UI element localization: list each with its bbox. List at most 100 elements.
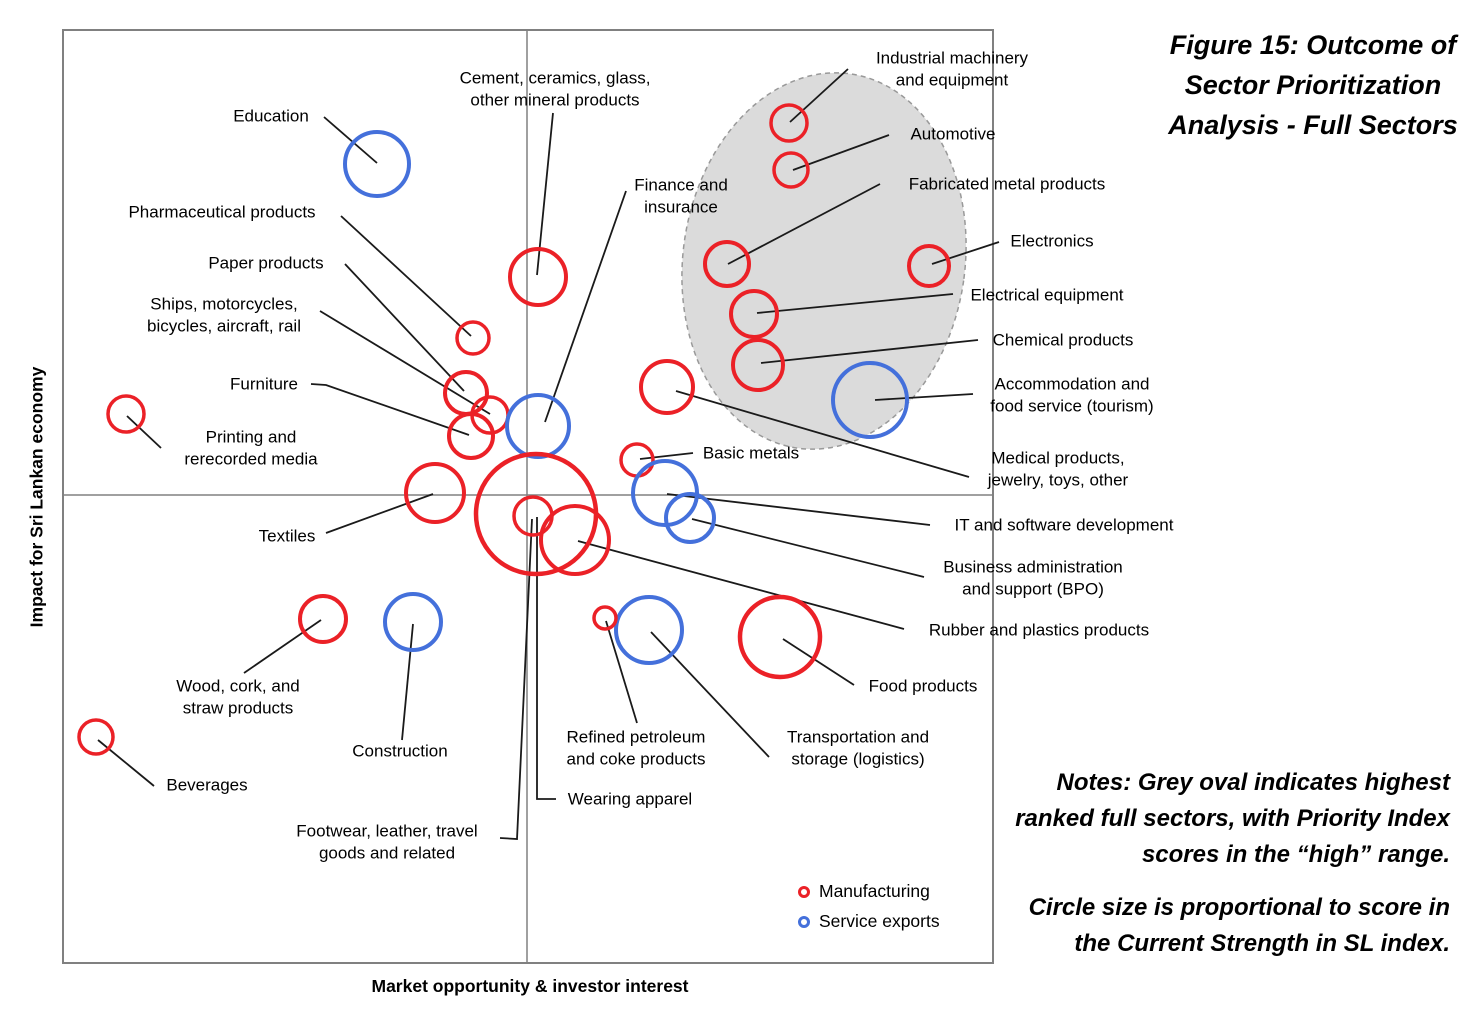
textiles-label: Textiles [259,527,316,546]
furniture-leader-line [310,383,470,436]
beverages-label: Beverages [166,776,247,795]
refined-petroleum-leader-line [605,620,638,724]
paper-products-label: Paper products [208,254,323,273]
sector-labels-layer: Education Cement, ceramics, glass,other m… [128,49,1173,863]
chemical-products-leader-line [760,339,979,364]
paper-products-leader-line [344,263,465,392]
it-software-label: IT and software development [955,516,1174,535]
medical-jewelry-toys-label: Medical products,jewelry, toys, other [987,449,1129,490]
automotive-leader-line [792,134,890,171]
cement-ceramics-glass-bubble [508,247,568,307]
furniture-bubble [447,412,495,460]
electrical-equipment-bubble [729,289,779,339]
bubbles-layer [77,103,951,756]
figure-notes: Notes: Grey oval indicates highest ranke… [970,765,1450,962]
beverages-bubble [77,718,115,756]
ships-motorcycles-label: Ships, motorcycles,bicycles, aircraft, r… [147,295,301,336]
manufacturing-marker-icon [798,885,810,898]
rubber-plastics-bubble [539,504,611,576]
rubber-plastics-leader-line [577,540,905,630]
education-label: Education [233,107,309,126]
wood-cork-straw-leader-line [243,619,322,674]
construction-bubble [383,592,443,652]
transportation-logistics-bubble [614,595,684,665]
basic-metals-leader-line [639,452,694,460]
priority-oval [681,72,967,450]
service-exports-marker-icon [798,915,810,928]
pharmaceutical-leader-line [340,215,472,337]
electronics-label: Electronics [1010,232,1093,251]
bpo-bubble [664,492,716,544]
medical-jewelry-toys-bubble [639,359,695,415]
y-axis-label: Impact for Sri Lankan economy [26,366,47,628]
printing-media-bubble [106,394,146,434]
note-oval: Notes: Grey oval indicates highest ranke… [1015,769,1450,868]
footwear-leather-leader-line [499,518,533,840]
bpo-leader-line [691,518,925,578]
food-products-bubble [737,594,823,680]
construction-label: Construction [352,742,447,761]
wearing-apparel-label: Wearing apparel [568,790,692,809]
printing-media-leader-line [126,415,162,449]
x-axis-label: Market opportunity & investor interest [371,976,689,996]
furniture-label: Furniture [230,375,298,394]
rubber-plastics-label: Rubber and plastics products [929,621,1149,640]
beverages-leader-line [97,739,155,787]
refined-petroleum-bubble [592,605,618,631]
figure-title: Figure 15: Outcome of Sector Prioritizat… [1168,30,1458,140]
electrical-equipment-label: Electrical equipment [970,286,1123,305]
medical-jewelry-toys-leader-line [675,390,970,478]
accommodation-tourism-bubble [831,361,909,439]
electrical-equipment-leader-line [756,293,954,314]
wearing-apparel-bubble [473,451,599,577]
education-bubble [343,130,411,198]
finance-insurance-bubble [505,393,571,459]
cement-ceramics-glass-label: Cement, ceramics, glass,other mineral pr… [460,69,651,110]
legend: Manufacturing Service exports [798,881,940,932]
automotive-bubble [772,151,810,189]
industrial-machinery-leader-line [789,68,849,123]
chemical-products-bubble [731,338,785,392]
fabricated-metal-label: Fabricated metal products [909,175,1106,194]
plot-border [62,29,994,964]
wearing-apparel-leader-line [536,517,556,800]
leader-lines-layer [97,68,1000,840]
legend-item-manufacturing: Manufacturing [798,881,940,902]
electronics-bubble [907,244,951,288]
footwear-leather-bubble [512,495,554,537]
basic-metals-label: Basic metals [703,444,799,463]
it-software-leader-line [666,493,931,526]
paper-products-bubble [443,370,489,416]
education-leader-line [323,116,378,164]
wood-cork-straw-bubble [298,594,348,644]
industrial-machinery-bubble [769,103,809,143]
automotive-label: Automotive [910,125,995,144]
fabricated-metal-leader-line [727,183,881,265]
note-circle-size: Circle size is proportional to score in … [1028,894,1450,957]
pharmaceutical-label: Pharmaceutical products [128,203,315,222]
textiles-bubble [404,462,466,524]
oval-layer [681,72,967,450]
basic-metals-bubble [619,442,655,478]
legend-label-service-exports: Service exports [819,911,940,931]
chemical-products-label: Chemical products [993,331,1134,350]
accommodation-tourism-leader-line [874,393,974,401]
fabricated-metal-bubble [703,240,751,288]
finance-insurance-leader-line [544,190,627,423]
textiles-leader-line [325,493,434,534]
legend-item-service-exports: Service exports [798,911,940,932]
food-products-label: Food products [869,677,978,696]
ships-motorcycles-leader-line [319,310,491,415]
electronics-leader-line [931,241,1000,265]
